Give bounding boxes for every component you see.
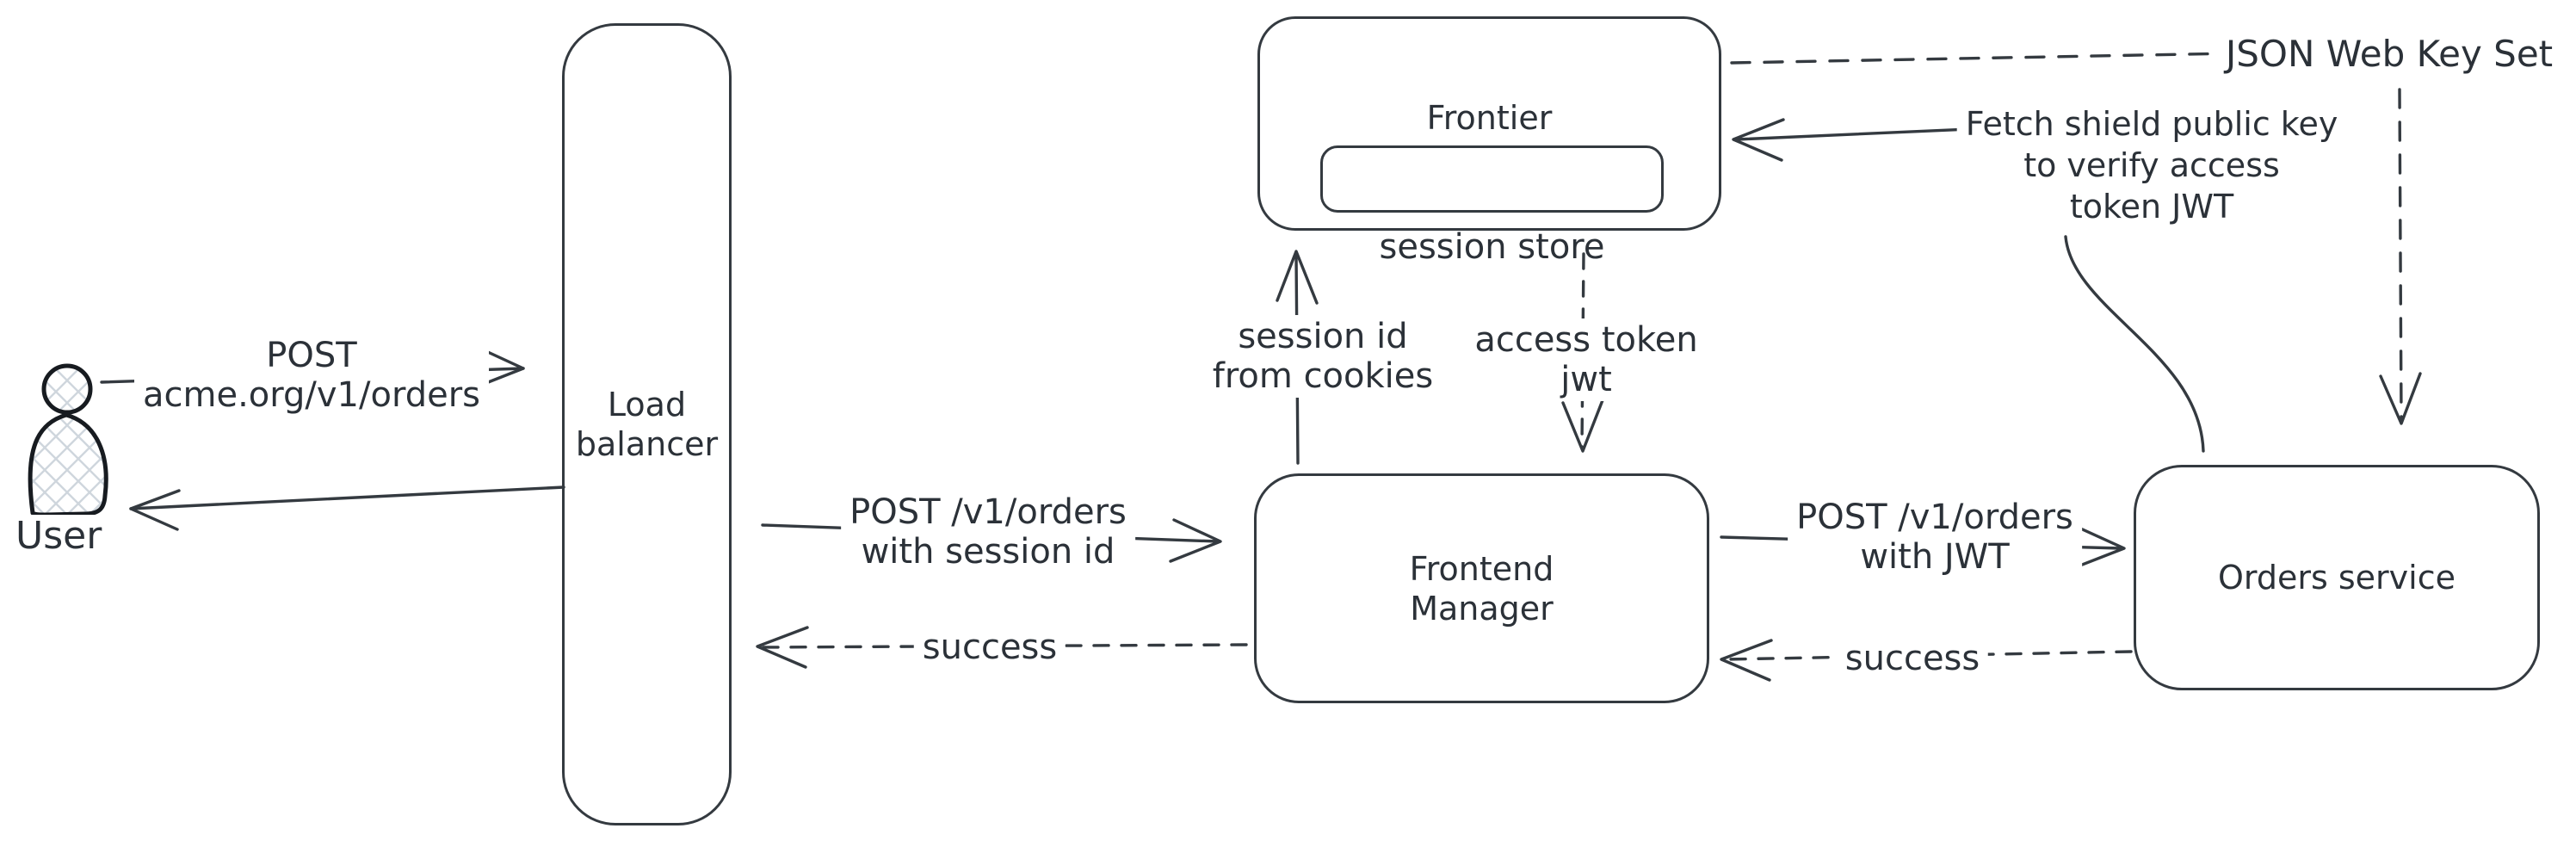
orders-service-label: Orders service [2218, 559, 2456, 597]
node-session-store[interactable]: session store [1320, 145, 1664, 267]
user-label: User [12, 515, 106, 558]
frontend-manager-label: Frontend Manager [1409, 549, 1554, 628]
edge-label-lb-to-fm: POST /v1/orders with session id [841, 491, 1135, 573]
edge-label-jwks: JSON Web Key Set [2216, 33, 2562, 76]
edge-label-access-token: access token jwt [1466, 318, 1707, 401]
load-balancer-label: Load balancer [575, 386, 719, 463]
frontier-label: Frontier [1426, 99, 1553, 137]
edge-label-user-to-lb: POST acme.org/v1/orders [134, 334, 489, 417]
edge-label-fm-to-orders: POST /v1/orders with JWT [1788, 496, 2082, 578]
session-store-label: session store [1379, 227, 1605, 267]
node-frontier[interactable]: Frontier session store [1257, 16, 1721, 267]
node-frontend-manager[interactable]: Frontend Manager [1254, 473, 1709, 703]
node-load-balancer[interactable]: Load balancer [562, 23, 732, 825]
edge-label-fetch-shield-key: Fetch shield public key to verify access… [1956, 102, 2347, 229]
user-icon[interactable] [28, 363, 108, 517]
edge-label-fm-to-lb-success: success [913, 626, 1066, 669]
edge-label-orders-to-fm-success: success [1836, 637, 1989, 680]
arrow-load-balancer-to-user[interactable] [129, 485, 565, 531]
edge-label-session-id: session id from cookies [1203, 315, 1442, 398]
node-orders-service[interactable]: Orders service [2134, 465, 2540, 690]
